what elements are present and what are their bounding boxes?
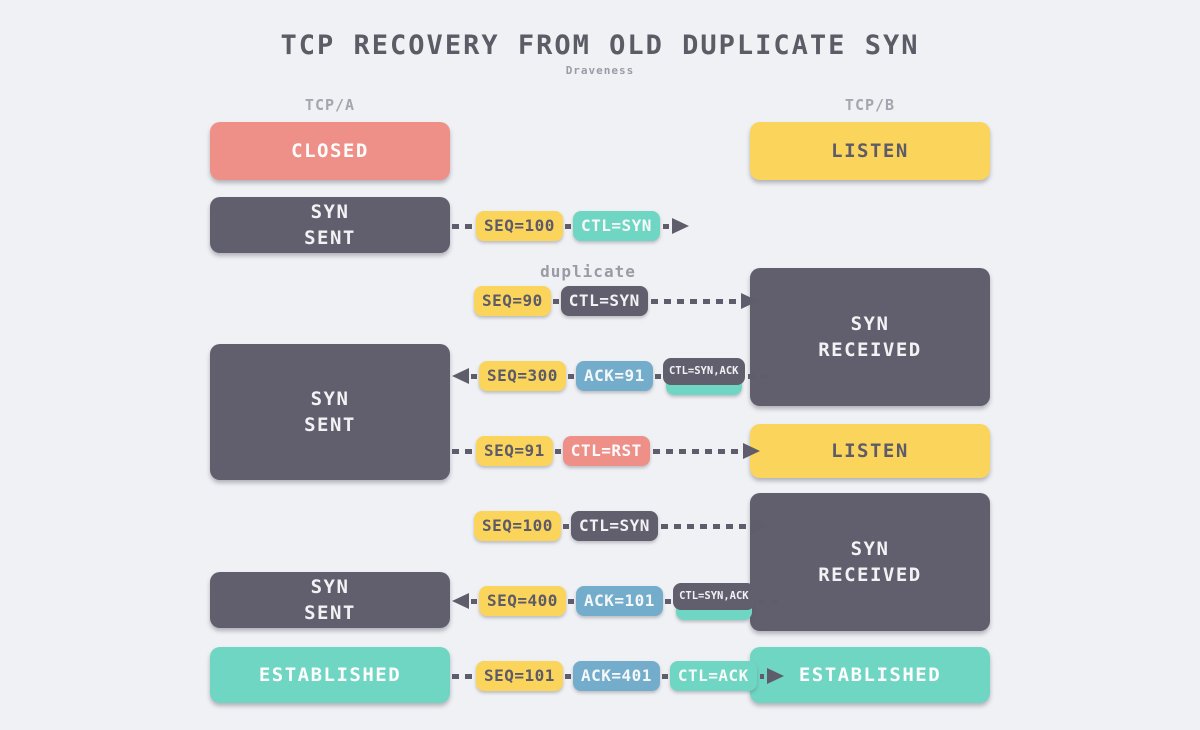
dash-segment — [452, 673, 474, 679]
ack-badge: ACK=91 — [575, 361, 653, 391]
duplicate-note: duplicate — [540, 262, 636, 281]
ctl-synack-badge-label: CTL=SYN,ACK — [662, 358, 745, 385]
state-box-closed: CLOSED — [210, 122, 450, 180]
message-row-synack-2: SEQ=400 ACK=101 CTL=SYN,ACK — [452, 583, 780, 620]
dash-segment — [747, 373, 770, 379]
ctl-synack-badge: CTL=SYN,ACK — [672, 583, 755, 620]
seq-badge: SEQ=91 — [476, 436, 553, 466]
dash-segment — [471, 598, 477, 604]
dash-segment — [757, 598, 780, 604]
dash-segment — [562, 523, 569, 529]
state-box-established-left: ESTABLISHED — [210, 647, 450, 703]
arrow-right-icon — [766, 668, 784, 684]
arrow-right-icon — [742, 443, 760, 459]
dash-segment — [661, 673, 668, 679]
dash-segment — [652, 448, 743, 454]
dash-segment — [660, 523, 751, 529]
state-box-syn-received-1: SYN RECEIVED — [750, 268, 990, 406]
seq-badge: SEQ=100 — [476, 211, 563, 241]
ctl-badge: CTL=SYN — [560, 286, 648, 316]
dash-segment — [650, 298, 741, 304]
state-box-syn-received-2: SYN RECEIVED — [750, 493, 990, 631]
ctl-badge: CTL=ACK — [669, 661, 757, 691]
arrow-left-icon — [452, 593, 469, 609]
ctl-synack-badge: CTL=SYN,ACK — [662, 358, 745, 395]
seq-badge: SEQ=101 — [476, 661, 563, 691]
arrow-right-icon — [671, 218, 689, 234]
diagram-title: TCP RECOVERY FROM OLD DUPLICATE SYN — [280, 30, 920, 61]
dash-segment — [664, 598, 671, 604]
ctl-badge: CTL=SYN — [570, 511, 658, 541]
message-row-duplicate-syn: SEQ=90 CTL=SYN — [474, 286, 758, 316]
arrow-left-icon — [452, 368, 469, 384]
arrow-right-icon — [750, 518, 768, 534]
seq-badge: SEQ=90 — [474, 286, 551, 316]
column-label-tcp-a: TCP/A — [304, 96, 356, 114]
dash-segment — [471, 373, 477, 379]
state-box-listen-2: LISTEN — [750, 424, 990, 478]
message-row-synack-1: SEQ=300 ACK=91 CTL=SYN,ACK — [452, 358, 770, 395]
dash-segment — [564, 673, 571, 679]
state-box-syn-sent-2: SYN SENT — [210, 344, 450, 480]
dash-segment — [452, 223, 474, 229]
seq-badge: SEQ=100 — [474, 511, 561, 541]
state-box-syn-sent-1: SYN SENT — [210, 197, 450, 253]
column-label-tcp-b: TCP/B — [844, 96, 896, 114]
message-row-ack: SEQ=101 ACK=401 CTL=ACK — [452, 661, 784, 691]
dash-segment — [759, 673, 764, 679]
seq-badge: SEQ=300 — [479, 361, 566, 391]
dash-segment — [662, 223, 669, 229]
arrow-right-icon — [740, 293, 758, 309]
dash-segment — [564, 223, 571, 229]
state-box-syn-sent-3: SYN SENT — [210, 572, 450, 628]
state-box-listen-1: LISTEN — [750, 122, 990, 180]
ack-badge: ACK=401 — [572, 661, 660, 691]
state-box-established-right: ESTABLISHED — [750, 647, 990, 703]
dash-segment — [554, 448, 561, 454]
ctl-synack-badge-label: CTL=SYN,ACK — [672, 583, 755, 610]
message-row-syn-1: SEQ=100 CTL=SYN — [452, 211, 689, 241]
ctl-badge: CTL=RST — [562, 436, 650, 466]
message-row-rst: SEQ=91 CTL=RST — [452, 436, 760, 466]
dash-segment — [567, 373, 574, 379]
dash-segment — [452, 448, 474, 454]
dash-segment — [552, 298, 559, 304]
ack-badge: ACK=101 — [575, 586, 663, 616]
ctl-badge: CTL=SYN — [572, 211, 660, 241]
seq-badge: SEQ=400 — [479, 586, 566, 616]
message-row-syn-2: SEQ=100 CTL=SYN — [474, 511, 768, 541]
dash-segment — [654, 373, 661, 379]
dash-segment — [567, 598, 574, 604]
diagram-subtitle: Draveness — [565, 64, 635, 77]
